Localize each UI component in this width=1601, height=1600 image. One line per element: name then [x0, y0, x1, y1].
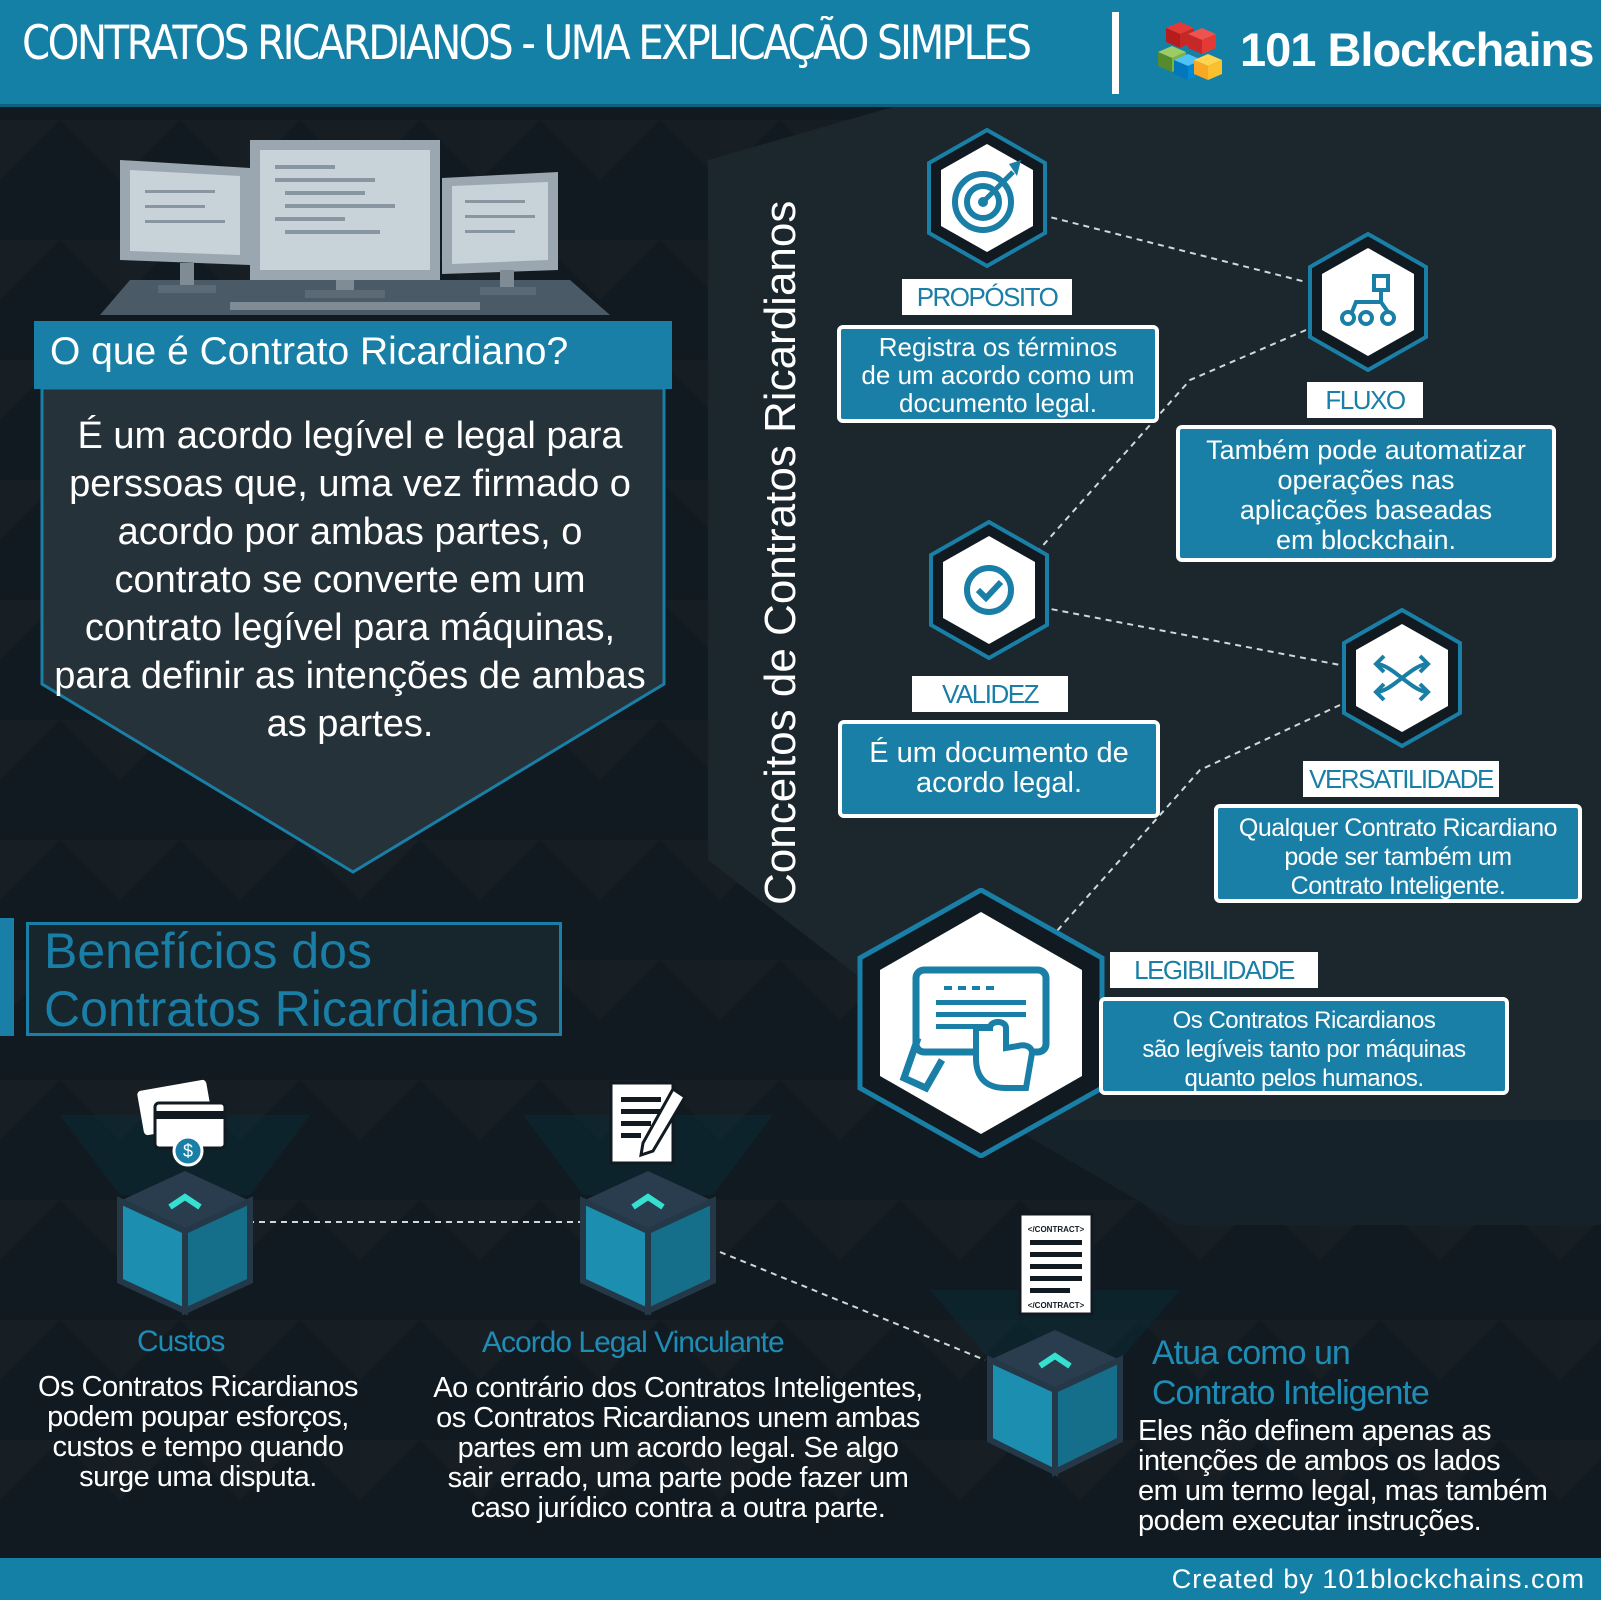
- contract-icon: </CONTRACT> </CONTRACT>: [930, 1212, 1180, 1477]
- page-title: CONTRATOS RICARDIANOS - UMA EXPLICAÇÃO S…: [22, 16, 1032, 71]
- benefit-text-acordo: Ao contrário dos Contratos Inteligentes,…: [408, 1373, 948, 1523]
- brand-name: 101 Blockchains: [1240, 23, 1594, 76]
- target-icon: [927, 128, 1047, 268]
- benefit-line: caso jurídico contra a outra parte.: [470, 1492, 886, 1524]
- desc-line: Registra os términos: [878, 332, 1118, 362]
- concepts-title: Conceitos de Contratos Ricardianos: [756, 200, 805, 905]
- benefit-text-custos: Os Contratos Ricardianos podem poupar es…: [8, 1372, 388, 1492]
- contract-icon-label-bottom: </CONTRACT>: [1028, 1301, 1085, 1310]
- desc-line: operações nas: [1277, 465, 1455, 495]
- money-card-icon: $: [60, 1079, 310, 1315]
- tag-legibilidade: LEGIBILIDADE: [1110, 952, 1318, 988]
- benefit-line: sair errado, uma parte pode fazer um: [447, 1462, 909, 1494]
- svg-text:$: $: [183, 1141, 193, 1161]
- benefits-title-line: Contratos Ricardianos: [44, 981, 539, 1037]
- benefit-line: podem executar instruções.: [1138, 1505, 1482, 1537]
- flow-icon: [1308, 232, 1428, 372]
- desc-line: acordo legal.: [915, 767, 1083, 799]
- benefits-title-line: Benefícios dos: [44, 923, 372, 979]
- desc-line: Contrato Inteligente.: [1290, 872, 1506, 900]
- check-icon: [929, 520, 1049, 660]
- tag-proposito: PROPÓSITO: [902, 279, 1072, 315]
- desc-validez: É um documento de acordo legal.: [838, 720, 1160, 818]
- benefit-line: intenções de ambos os lados: [1138, 1445, 1501, 1477]
- benefit-text-inteligente: Eles não definem apenas as intenções de …: [1138, 1416, 1598, 1536]
- benefit-line: podem poupar esforços,: [47, 1401, 349, 1433]
- desc-line: É um documento de: [869, 737, 1129, 769]
- benefit-line: Eles não definem apenas as: [1138, 1415, 1491, 1447]
- desc-line: Qualquer Contrato Ricardiano: [1238, 814, 1558, 842]
- desc-line: Os Contratos Ricardianos: [1172, 1007, 1436, 1034]
- desc-fluxo: Também pode automatizar operações nas ap…: [1176, 425, 1556, 562]
- header-separator: [1112, 12, 1119, 94]
- tablet-icon: [857, 888, 1105, 1158]
- tag-fluxo: FLUXO: [1307, 382, 1423, 418]
- footer-bar: Created by 101blockchains.com: [0, 1558, 1601, 1600]
- benefit-line: os Contratos Ricardianos unem ambas: [436, 1402, 920, 1434]
- benefit-heading-acordo: Acordo Legal Vinculante: [482, 1326, 785, 1359]
- benefit-line: custos e tempo quando: [52, 1431, 344, 1463]
- signed-document-icon: [523, 1081, 773, 1315]
- benefit-line: Os Contratos Ricardianos: [37, 1371, 359, 1403]
- benefit-heading-custos: Custos: [137, 1325, 225, 1358]
- desc-line: Também pode automatizar: [1206, 435, 1526, 465]
- benefit-heading-inteligente: Atua como un Contrato Inteligente: [1152, 1333, 1430, 1413]
- benefit-heading-line: Contrato Inteligente: [1152, 1374, 1430, 1412]
- benefit-line: partes em um acordo legal. Se algo: [457, 1432, 899, 1464]
- desc-line: quanto pelos humanos.: [1184, 1065, 1424, 1092]
- contract-icon-label-top: </CONTRACT>: [1028, 1225, 1085, 1234]
- question-banner: [34, 321, 672, 389]
- tag-versatilidade: VERSATILIDADE: [1303, 761, 1499, 797]
- benefits-accent-bar: [0, 918, 14, 1036]
- benefits-title: Benefícios dos Contratos Ricardianos: [44, 922, 539, 1038]
- tag-validez: VALIDEZ: [912, 676, 1068, 712]
- desc-proposito: Registra os términos de um acordo como u…: [837, 325, 1159, 423]
- benefit-line: Ao contrário dos Contratos Inteligentes,: [433, 1372, 923, 1404]
- desc-line: aplicações baseadas: [1239, 495, 1493, 525]
- question-title: O que é Contrato Ricardiano?: [50, 330, 569, 373]
- benefit-line: em um termo legal, mas também: [1138, 1475, 1548, 1507]
- desc-line: de um acordo como um: [861, 360, 1135, 390]
- desc-versatilidade: Qualquer Contrato Ricardiano pode ser ta…: [1214, 804, 1582, 903]
- desc-line: são legíveis tanto por máquinas: [1142, 1036, 1466, 1063]
- header-bar: CONTRATOS RICARDIANOS - UMA EXPLICAÇÃO S…: [0, 0, 1601, 107]
- desc-line: em blockchain.: [1275, 525, 1457, 555]
- benefit-line: surge uma disputa.: [79, 1461, 317, 1493]
- desc-legibilidade: Os Contratos Ricardianos são legíveis ta…: [1099, 997, 1509, 1095]
- benefit-heading-line: Atua como un: [1152, 1334, 1351, 1372]
- footer-credit: Created by 101blockchains.com: [1171, 1564, 1585, 1594]
- computer-monitors-icon: [100, 140, 610, 315]
- desc-line: documento legal.: [898, 388, 1098, 418]
- definition-text: É um acordo legível e legal para perssoa…: [54, 415, 646, 745]
- benefits-title-box: [26, 922, 562, 1036]
- desc-line: pode ser também um: [1284, 843, 1512, 871]
- cubes-logo-icon: [1158, 22, 1222, 80]
- definition-pentagon: [40, 386, 666, 874]
- arrows-cross-icon: [1342, 608, 1462, 748]
